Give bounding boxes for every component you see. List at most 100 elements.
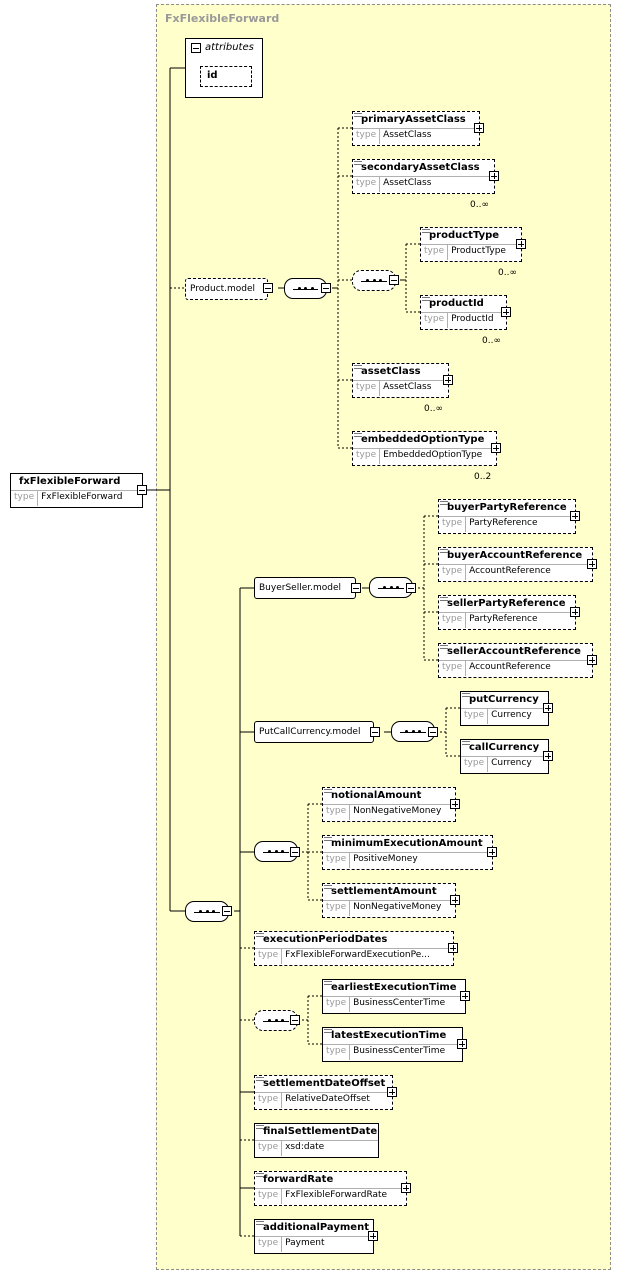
type-label: type <box>439 565 467 580</box>
element-type: EmbeddedOptionType <box>383 450 483 460</box>
documentation-icon <box>354 113 362 117</box>
sequence-execution-times-collapse-icon[interactable] <box>290 1015 300 1025</box>
type-label: type <box>439 661 467 676</box>
expand-icon[interactable] <box>543 751 553 761</box>
sequence-execution-times <box>254 1010 298 1031</box>
element-name: productType <box>429 230 500 241</box>
group-put-call-currency-model[interactable]: PutCallCurrency.model <box>254 721 374 743</box>
expand-icon[interactable] <box>460 991 470 1001</box>
type-label: type <box>323 805 351 820</box>
documentation-icon <box>256 1077 264 1081</box>
attribute-id[interactable]: id <box>200 66 252 87</box>
expand-icon[interactable] <box>501 307 511 317</box>
group-buyer-seller-model[interactable]: BuyerSeller.model <box>254 577 356 599</box>
sequence-main-collapse-icon[interactable] <box>222 906 232 916</box>
element-name: buyerPartyReference <box>447 502 567 513</box>
element-type: AccountReference <box>469 566 551 576</box>
type-label: type <box>353 381 381 396</box>
type-label: type <box>353 129 381 144</box>
element-name: latestExecutionTime <box>331 1030 447 1041</box>
sequence-buyer-seller-collapse-icon[interactable] <box>406 583 416 593</box>
sequence-product-model-collapse-icon[interactable] <box>321 283 331 293</box>
expand-icon[interactable] <box>489 171 499 181</box>
expand-icon[interactable] <box>570 511 580 521</box>
documentation-icon <box>324 981 332 985</box>
group-product-model[interactable]: Product.model <box>185 278 268 300</box>
expand-icon[interactable] <box>587 655 597 665</box>
element-name: finalSettlementDate <box>263 1126 378 1137</box>
expand-icon[interactable] <box>448 943 458 953</box>
expand-icon[interactable] <box>450 799 460 809</box>
expand-icon[interactable] <box>443 375 453 385</box>
element-name: embeddedOptionType <box>361 434 485 445</box>
root-element-type: FxFlexibleForward <box>41 492 123 502</box>
sequence-put-call-currency-collapse-icon[interactable] <box>428 727 438 737</box>
cardinality-label: 0..2 <box>474 472 492 482</box>
root-collapse-icon[interactable] <box>137 485 147 495</box>
element-type: ProductId <box>451 314 494 324</box>
expand-icon[interactable] <box>570 607 580 617</box>
expand-icon[interactable] <box>401 1183 411 1193</box>
put-call-currency-model-collapse-icon[interactable] <box>370 727 380 737</box>
expand-icon[interactable] <box>491 443 501 453</box>
buyer-seller-model-collapse-icon[interactable] <box>351 583 361 593</box>
element-name: productId <box>429 298 484 309</box>
documentation-icon <box>440 501 448 505</box>
element-name: sellerPartyReference <box>447 598 566 609</box>
element-type: PartyReference <box>469 614 538 624</box>
element-type: NonNegativeMoney <box>353 902 442 912</box>
expand-icon[interactable] <box>516 239 526 249</box>
documentation-icon <box>462 741 470 745</box>
sequence-product-identification <box>352 270 396 291</box>
expand-icon[interactable] <box>587 559 597 569</box>
expand-icon[interactable] <box>487 847 497 857</box>
element-type: AccountReference <box>469 662 551 672</box>
element-name: settlementAmount <box>331 886 437 897</box>
sequence-put-call-currency <box>391 721 435 742</box>
documentation-icon <box>422 229 430 233</box>
element-type: AssetClass <box>383 178 432 188</box>
product-model-collapse-icon[interactable] <box>263 283 273 293</box>
type-label: type <box>353 177 381 192</box>
sequence-amounts-collapse-icon[interactable] <box>290 847 300 857</box>
documentation-icon <box>354 365 362 369</box>
sequence-product-identification-collapse-icon[interactable] <box>389 275 399 285</box>
root-element-name: fxFlexibleForward <box>19 476 121 487</box>
expand-icon[interactable] <box>457 1039 467 1049</box>
element-name: buyerAccountReference <box>447 550 583 561</box>
expand-icon[interactable] <box>450 895 460 905</box>
type-label: type <box>255 949 283 964</box>
expand-icon[interactable] <box>474 123 484 133</box>
documentation-icon <box>422 297 430 301</box>
documentation-icon <box>256 1125 264 1129</box>
element-name: putCurrency <box>469 694 539 705</box>
type-label: type <box>421 313 449 328</box>
attributes-collapse-icon[interactable] <box>191 43 201 53</box>
expand-icon[interactable] <box>543 703 553 713</box>
expand-icon[interactable] <box>368 1231 378 1241</box>
expand-icon[interactable] <box>387 1087 397 1097</box>
